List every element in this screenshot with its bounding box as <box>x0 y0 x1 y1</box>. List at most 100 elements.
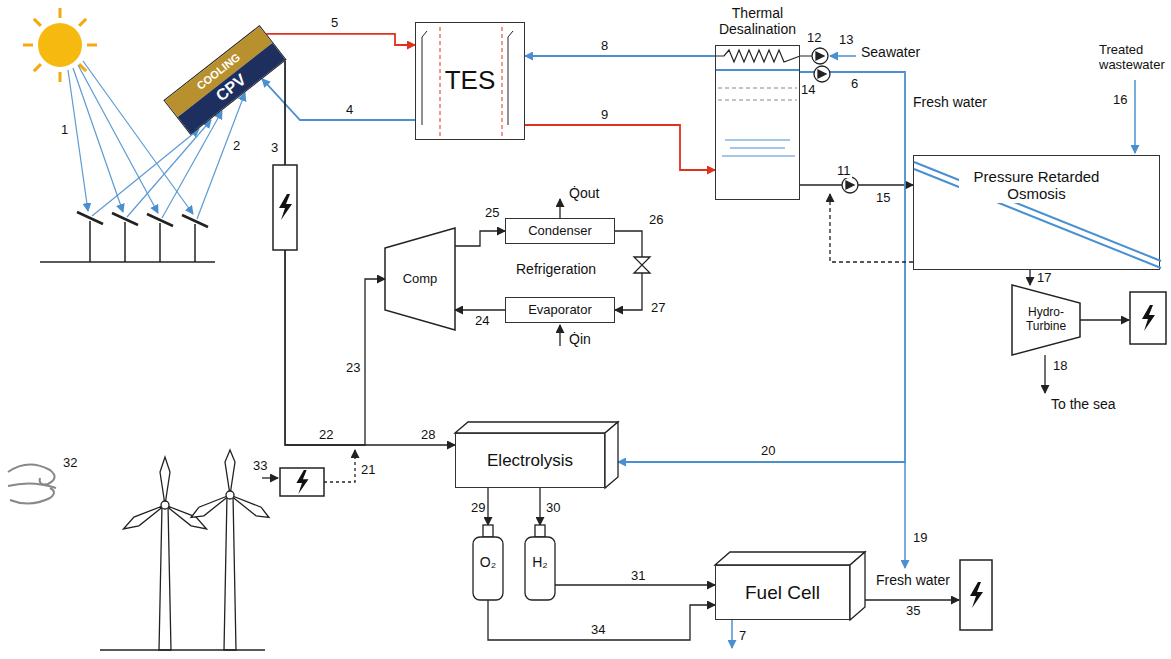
power-line <box>324 450 355 482</box>
storage-box: TES <box>415 22 525 140</box>
flow-connector <box>525 55 715 57</box>
pump-symbol <box>812 48 858 193</box>
heliostat <box>89 221 91 262</box>
flow-line <box>559 199 560 218</box>
flow-connector <box>539 488 540 525</box>
node-label: TES <box>445 66 496 96</box>
process-box: Electrolysis <box>455 433 605 488</box>
sun <box>23 8 97 82</box>
wind-turbine <box>160 457 170 505</box>
wind-turbine <box>121 457 209 533</box>
state-number: 23 <box>345 360 361 375</box>
sun <box>38 23 82 67</box>
state-number: 15 <box>875 190 891 205</box>
state-number: 30 <box>545 500 561 515</box>
desalination-vessel <box>715 45 800 200</box>
sun <box>59 8 62 18</box>
cpv-panel: COOLINGCPV <box>163 25 286 135</box>
pump-symbol <box>818 70 826 78</box>
node-label: Electrolysis <box>487 451 573 471</box>
wind-turbine <box>225 450 235 495</box>
sun <box>59 72 62 82</box>
state-number: 5 <box>330 15 339 30</box>
wind-swirl <box>8 464 55 484</box>
state-number: 7 <box>738 628 747 643</box>
wind-turbine <box>226 491 234 499</box>
node-label: Hydro-Turbine <box>1017 306 1075 334</box>
state-number: 22 <box>318 427 334 442</box>
node-label: Condenser <box>528 224 592 239</box>
sun <box>87 44 97 47</box>
state-number: 11 <box>836 163 852 178</box>
box-3d-face <box>605 422 618 488</box>
wind-turbine <box>224 495 236 650</box>
heliostat <box>77 212 103 224</box>
sun <box>23 44 33 47</box>
wind-turbine <box>100 649 265 650</box>
stream-label: Q̇in <box>568 332 592 347</box>
wind-turbine <box>100 450 271 650</box>
state-number: 14 <box>800 82 816 97</box>
pump-symbol <box>814 66 830 82</box>
pump-symbol <box>812 48 828 64</box>
generator-symbol <box>970 582 983 608</box>
solar-ray <box>68 70 88 211</box>
heliostat <box>112 213 138 225</box>
state-number: 21 <box>360 462 376 477</box>
heliostat <box>159 223 161 262</box>
wind-turbine <box>159 505 171 650</box>
flow-connector <box>555 584 715 585</box>
state-number: 32 <box>62 455 78 470</box>
solar-ray <box>73 68 123 212</box>
stream-label: Q̇out <box>568 186 600 201</box>
wind-swirl <box>8 464 56 503</box>
flow-connector <box>285 61 385 445</box>
heliostat <box>124 222 126 262</box>
flow-connector <box>455 231 505 246</box>
compressor-shape: Comp <box>385 228 455 330</box>
connector-group <box>262 34 1030 640</box>
state-number: 31 <box>630 568 646 583</box>
power-line <box>262 477 278 478</box>
water-line <box>904 462 906 568</box>
desalination-internals <box>730 148 785 149</box>
gas-bottle: O₂ <box>473 525 503 600</box>
wind-swirl <box>8 483 56 488</box>
process-box: Fuel Cell <box>715 565 850 620</box>
osmosis-box: Pressure Retarded Osmosis <box>913 155 1160 270</box>
flow-line <box>559 325 560 346</box>
generator-symbol <box>280 468 324 496</box>
state-number: 12 <box>806 30 822 45</box>
desalination-internals <box>725 140 790 141</box>
heliostat <box>194 224 196 262</box>
wind-turbine <box>189 450 272 522</box>
state-number: 8 <box>600 38 609 53</box>
wind-swirl <box>10 488 54 504</box>
flow-connector <box>525 125 715 170</box>
heliostat <box>40 212 215 262</box>
sun <box>79 19 86 26</box>
flow-line <box>1044 355 1045 393</box>
refrigeration-valve <box>634 257 650 273</box>
state-number: 26 <box>648 212 664 227</box>
flow-line <box>830 194 913 262</box>
state-number: 9 <box>600 107 609 122</box>
pump-symbol <box>846 181 854 189</box>
state-number: 3 <box>270 140 279 155</box>
state-number: 34 <box>590 622 606 637</box>
heliostat <box>182 215 208 227</box>
node-label: Fuel Cell <box>745 582 820 604</box>
power-line <box>1080 319 1129 320</box>
desalination-unit: Thermal Desalination <box>715 5 800 200</box>
sun <box>23 8 97 82</box>
desalination-internals <box>716 69 800 71</box>
wind-turbine <box>161 501 169 509</box>
stream-label: To the sea <box>1050 397 1117 412</box>
state-number: 33 <box>252 458 268 473</box>
state-number: 35 <box>905 603 921 618</box>
generator-symbol <box>1130 292 1166 344</box>
desalination-internals <box>718 88 797 89</box>
solar-ray <box>78 65 158 213</box>
